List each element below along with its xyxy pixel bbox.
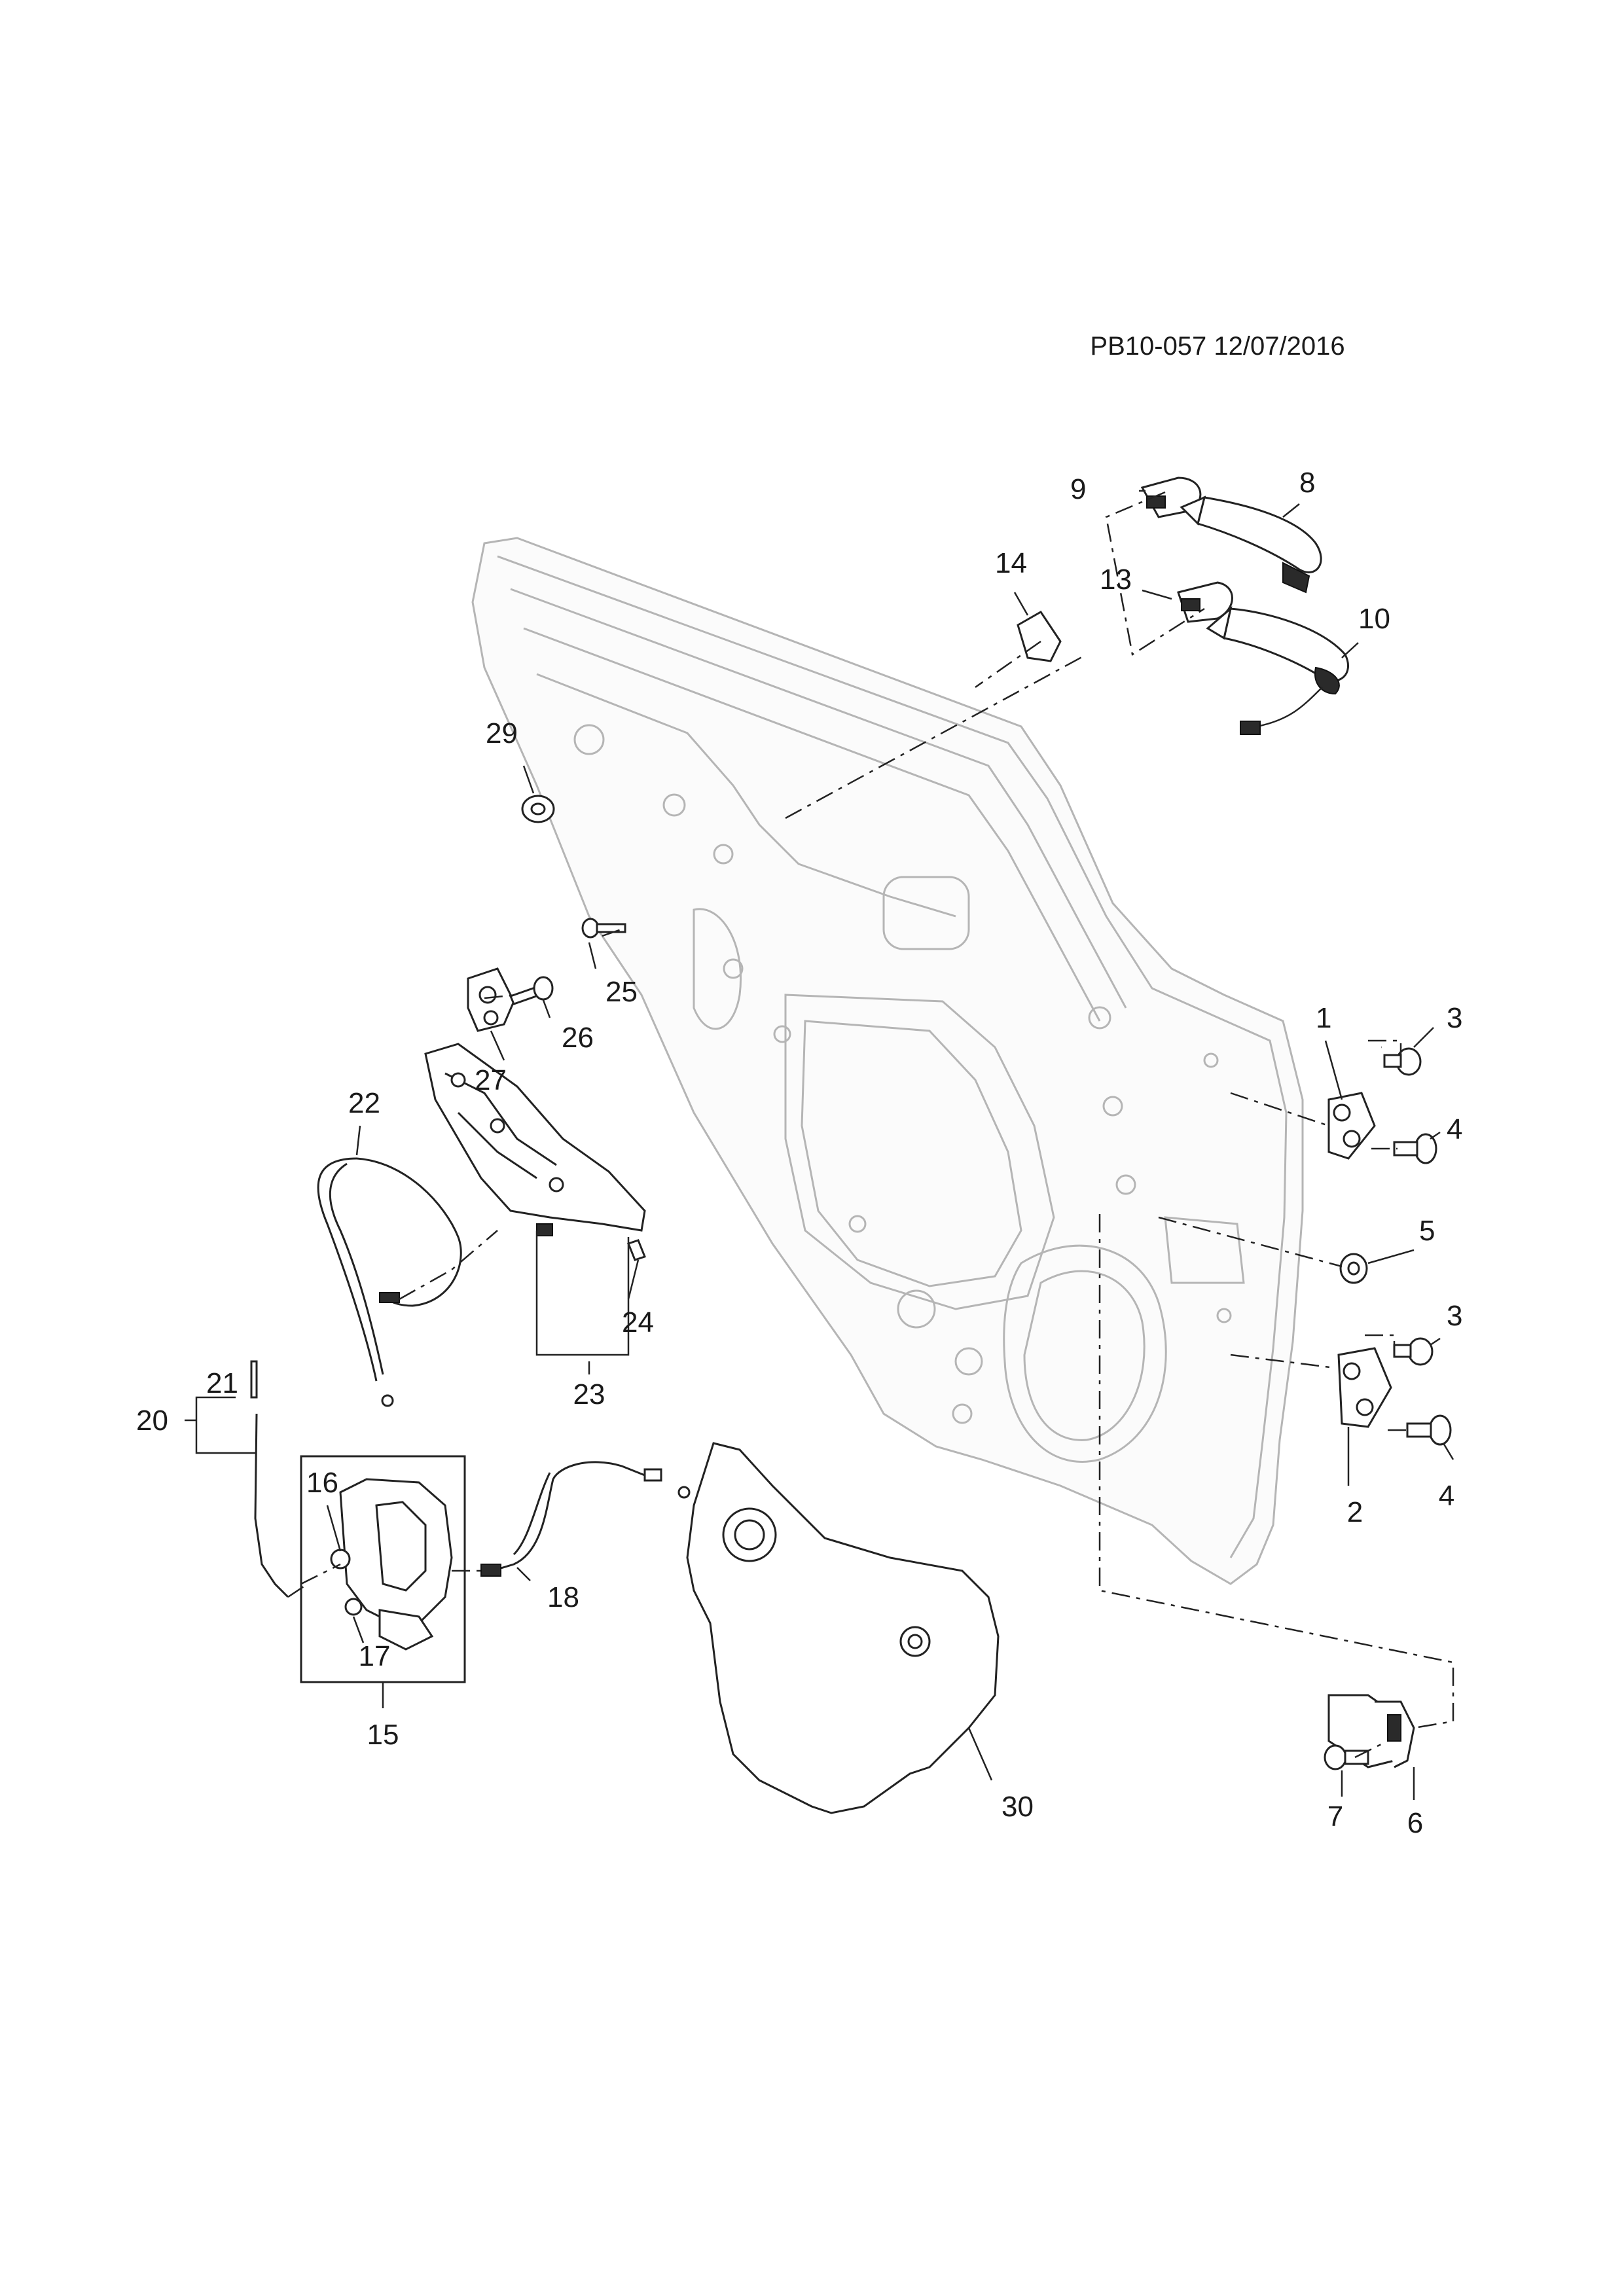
callout-13: 13 (1100, 564, 1132, 596)
callout-24: 24 (622, 1306, 654, 1338)
callout-7: 7 (1327, 1801, 1343, 1833)
part-striker (467, 967, 515, 1032)
callout-3-upper: 3 (1447, 1002, 1462, 1034)
part-door-latch-group (300, 1455, 466, 1683)
callout-29: 29 (486, 717, 518, 749)
callout-2: 2 (1347, 1496, 1363, 1528)
callout-25: 25 (605, 976, 638, 1008)
callout-8: 8 (1299, 467, 1315, 499)
callout-17: 17 (359, 1640, 391, 1672)
callout-4-lower: 4 (1439, 1480, 1454, 1512)
part-bolt-4-upper (1393, 1133, 1437, 1164)
callout-14: 14 (995, 547, 1027, 579)
callout-20: 20 (136, 1405, 168, 1437)
part-bolt-4-lower (1406, 1414, 1452, 1446)
callout-9: 9 (1070, 473, 1086, 505)
part-upper-hinge (1327, 1092, 1376, 1160)
callout-6: 6 (1407, 1807, 1423, 1839)
callout-15: 15 (367, 1719, 399, 1751)
part-latch-cable (480, 1461, 691, 1577)
callout-30: 30 (1001, 1791, 1034, 1823)
leader-lines (185, 490, 1454, 1800)
part-bolt-3-lower (1393, 1337, 1434, 1366)
part-gasket (1017, 611, 1062, 662)
part-bolt-3-upper (1383, 1047, 1422, 1076)
callout-10: 10 (1358, 603, 1390, 635)
part-water-deflector (686, 1442, 1000, 1814)
callout-21: 21 (206, 1367, 238, 1399)
callout-3-lower: 3 (1447, 1300, 1462, 1332)
callout-5: 5 (1419, 1215, 1435, 1247)
part-nut-5 (1339, 1253, 1368, 1284)
part-outside-handle-upper (1180, 495, 1322, 594)
part-lock-rod (250, 1360, 289, 1598)
callout-16: 16 (306, 1467, 338, 1499)
door-panel (471, 537, 1304, 1585)
part-handle-cap-lower (1177, 581, 1233, 623)
part-inner-handle (424, 1043, 646, 1261)
part-outside-handle-lower (1206, 605, 1350, 735)
callout-22: 22 (348, 1087, 380, 1119)
callouts: 1 2 3 3 4 4 5 6 7 8 9 10 13 14 15 16 17 … (136, 467, 1462, 1839)
callout-23: 23 (573, 1378, 605, 1410)
drawing-code: PB10-057 12/07/2016 (1090, 332, 1344, 361)
callout-18: 18 (547, 1581, 579, 1613)
part-door-check (1327, 1694, 1415, 1768)
part-inner-cable (317, 1157, 462, 1407)
callout-27: 27 (475, 1064, 507, 1096)
part-bolt-26 (509, 976, 554, 1005)
part-grommet (521, 795, 555, 823)
part-lower-hinge (1337, 1347, 1392, 1428)
callout-4-upper: 4 (1447, 1113, 1462, 1145)
callout-26: 26 (562, 1022, 594, 1054)
callout-1: 1 (1316, 1002, 1331, 1034)
